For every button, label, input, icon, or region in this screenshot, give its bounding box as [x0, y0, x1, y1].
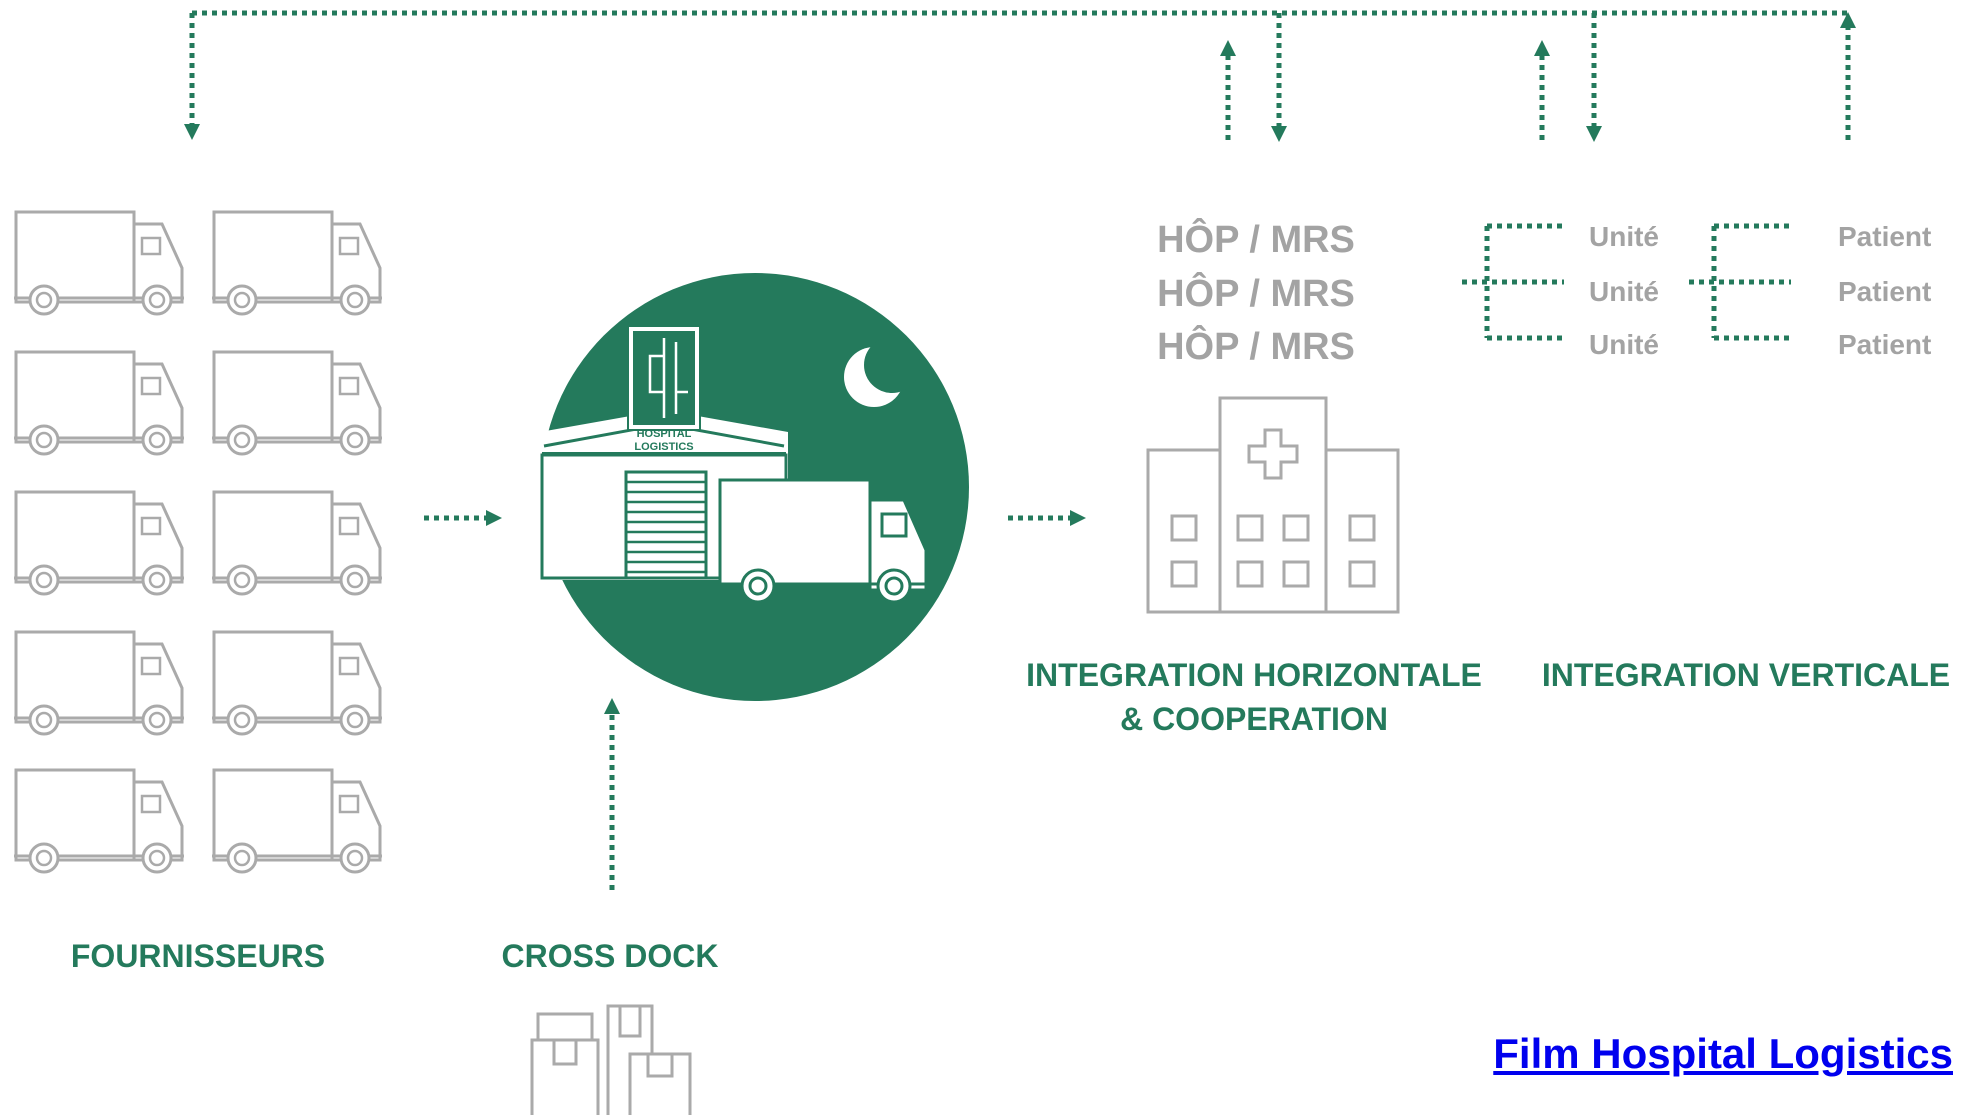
cross-dock-label: CROSS DOCK: [502, 938, 719, 974]
patient-label: Patient: [1838, 221, 1931, 252]
hospitals-list: HÔP / MRS HÔP / MRS HÔP / MRS: [1157, 216, 1355, 368]
truck-icon: [716, 478, 930, 604]
patient-label: Patient: [1838, 276, 1931, 307]
arrow-icon: [1840, 12, 1856, 28]
unit-label: Unité: [1589, 221, 1659, 252]
logo-line1: HOSPITAL: [637, 428, 692, 440]
cooperation-label: & COOPERATION: [1120, 701, 1388, 737]
arrow-icon: [184, 124, 200, 140]
truck-icon: [12, 350, 186, 456]
hospital-building-icon: [1146, 396, 1400, 614]
truck-icon: [210, 630, 384, 736]
cross-dock-hub: HOSPITAL LOGISTICS: [540, 273, 969, 701]
patients-list: Patient Patient Patient: [1838, 221, 1931, 360]
integration-horizontal-label: INTEGRATION HORIZONTALE: [1026, 657, 1482, 693]
truck-icon: [210, 210, 384, 316]
arrow-icon: [1271, 126, 1287, 142]
unit-label: Unité: [1589, 329, 1659, 360]
units-list: Unité Unité Unité: [1589, 221, 1659, 360]
hospital-label: HÔP / MRS: [1157, 270, 1355, 315]
truck-icon: [12, 210, 186, 316]
arrow-icon: [1534, 40, 1550, 56]
logo-line2: LOGISTICS: [634, 441, 693, 453]
integration-vertical-label: INTEGRATION VERTICALE: [1542, 657, 1950, 693]
arrow-icon: [1586, 126, 1602, 142]
suppliers-label: FOURNISSEURS: [71, 938, 325, 974]
hospital-label: HÔP / MRS: [1157, 216, 1355, 261]
truck-icon: [12, 490, 186, 596]
truck-icon: [12, 630, 186, 736]
arrow-icon: [486, 510, 502, 526]
film-link[interactable]: Film Hospital Logistics: [1493, 1030, 1953, 1077]
truck-icon: [210, 490, 384, 596]
boxes-icon: [530, 1004, 692, 1115]
supplier-trucks: [12, 210, 384, 874]
patient-label: Patient: [1838, 329, 1931, 360]
unit-label: Unité: [1589, 276, 1659, 307]
vertical-brackets: [1462, 223, 1791, 341]
truck-icon: [12, 768, 186, 874]
arrow-icon: [604, 698, 620, 714]
arrow-icon: [1070, 510, 1086, 526]
flow-arrows: [424, 510, 1086, 890]
hospital-label: HÔP / MRS: [1157, 323, 1355, 368]
arrow-icon: [1220, 40, 1236, 56]
top-loop-arrows: [189, 10, 1851, 140]
moon-icon: [844, 337, 920, 407]
truck-icon: [210, 768, 384, 874]
truck-icon: [210, 350, 384, 456]
top-loop-arrowheads: [184, 12, 1856, 142]
